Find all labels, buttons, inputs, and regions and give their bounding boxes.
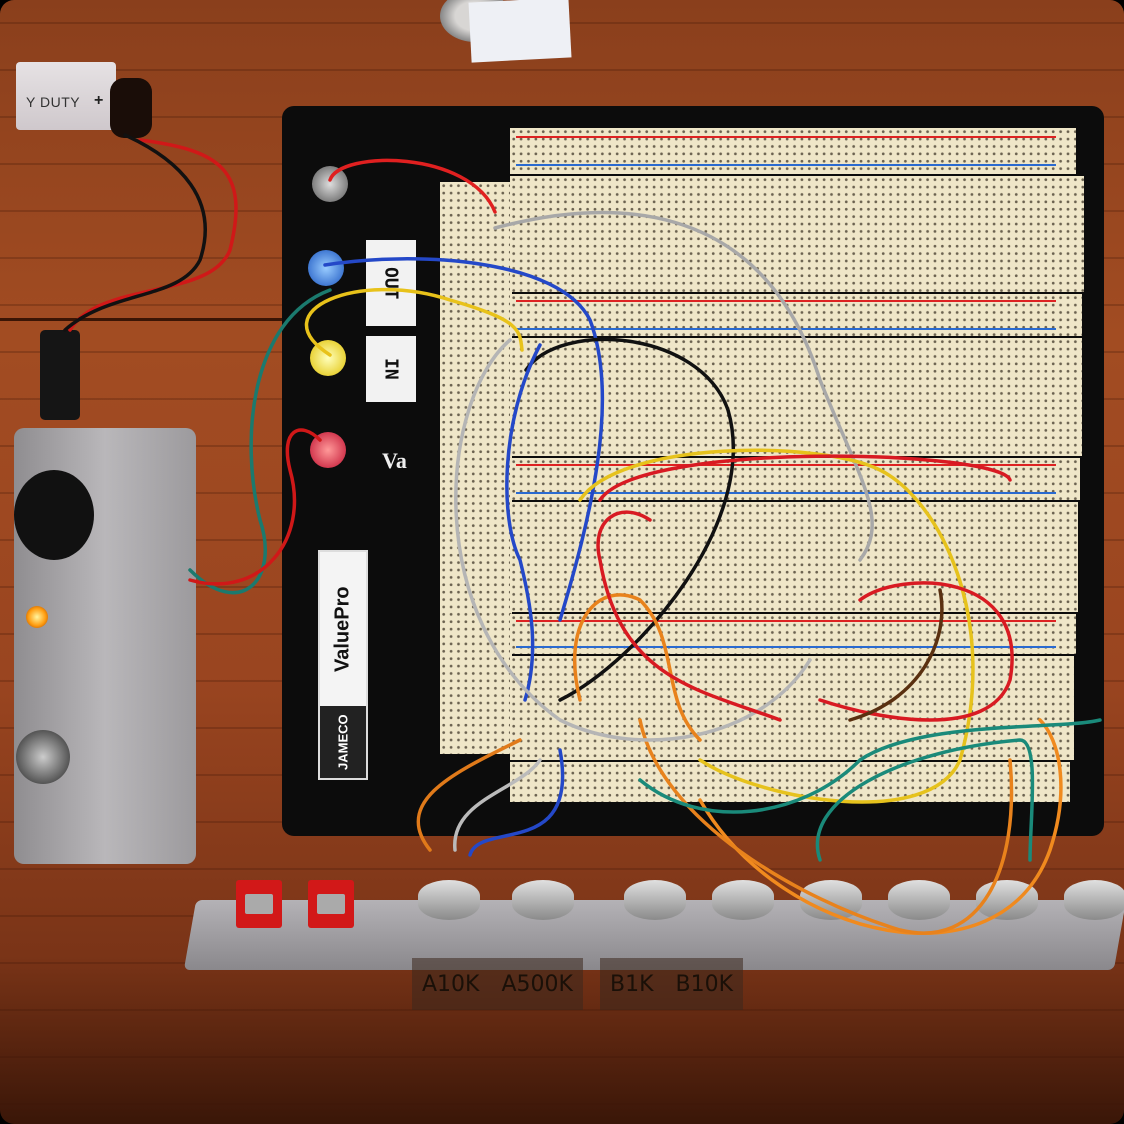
pot-label: A500K <box>501 971 573 997</box>
wire-red <box>328 158 497 214</box>
rail-line-blue <box>516 492 1056 494</box>
footswitch[interactable] <box>16 730 70 784</box>
wire-gray <box>454 338 812 742</box>
wire-red <box>188 428 322 586</box>
brand-plate: ValuePro JAMECO <box>318 550 368 780</box>
wire-orange <box>416 738 522 852</box>
rail-line-red <box>516 136 1056 138</box>
wire-red <box>68 138 238 332</box>
toggle-switch-1[interactable] <box>236 880 282 928</box>
label-out: OUT <box>366 240 416 326</box>
battery-text: Y DUTY <box>26 94 81 110</box>
wire-orange <box>573 593 702 742</box>
potentiometer[interactable] <box>712 880 774 920</box>
wire-blue <box>505 343 542 702</box>
label-va: Va <box>382 448 407 473</box>
wire-blue <box>468 748 565 857</box>
binding-post-blue[interactable] <box>308 250 344 286</box>
terminal-strip-2 <box>510 338 1082 456</box>
wire-gray <box>493 210 874 562</box>
wire-teal <box>815 738 1035 862</box>
pot-label: B1K <box>610 971 654 997</box>
wire-brown <box>848 588 944 722</box>
label-in: IN <box>366 336 416 402</box>
pedal-knob[interactable] <box>14 470 94 560</box>
wire-red <box>598 454 1012 502</box>
pot-label-tape-b: B1K B10K <box>600 958 744 1010</box>
pot-label: B10K <box>675 971 734 997</box>
plank-seam <box>0 318 290 321</box>
breadboard-vertical-rail <box>440 182 512 754</box>
terminal-strip-4 <box>510 656 1074 760</box>
binding-post-ground[interactable] <box>312 166 348 202</box>
potentiometer[interactable] <box>512 880 574 920</box>
rail-line-red <box>516 620 1056 622</box>
terminal-strip-1 <box>510 176 1084 292</box>
wire-blue <box>323 257 605 622</box>
dc-jack <box>40 330 80 420</box>
potentiometer[interactable] <box>1064 880 1124 920</box>
rail-line-blue <box>516 328 1056 330</box>
wire-red <box>596 510 782 722</box>
rail-line-red <box>516 300 1056 302</box>
wire-red <box>818 581 1014 722</box>
wire-black <box>63 133 207 332</box>
wire-black <box>524 337 735 702</box>
rail-line-red <box>516 464 1056 466</box>
toggle-switch-2[interactable] <box>308 880 354 928</box>
rail-line-blue <box>516 164 1056 166</box>
led-indicator <box>26 606 48 628</box>
wire-gray <box>453 758 542 852</box>
wire-orange <box>698 718 1063 936</box>
rail-line-blue <box>516 646 1056 648</box>
potentiometer[interactable] <box>624 880 686 920</box>
wire-teal <box>188 288 332 595</box>
wire-orange <box>638 718 1014 935</box>
potentiometer[interactable] <box>888 880 950 920</box>
power-rail-top <box>510 128 1076 174</box>
9v-battery: Y DUTY + <box>16 62 116 130</box>
potentiometer[interactable] <box>418 880 480 920</box>
pot-label-tape-a: A10K A500K <box>412 958 583 1010</box>
wire-yellow <box>578 448 975 804</box>
wire-teal <box>638 718 1102 814</box>
pot-label: A10K <box>422 971 480 997</box>
battery-polarity: + <box>94 92 104 109</box>
battery-snap <box>110 78 152 138</box>
wire-yellow <box>304 287 524 357</box>
